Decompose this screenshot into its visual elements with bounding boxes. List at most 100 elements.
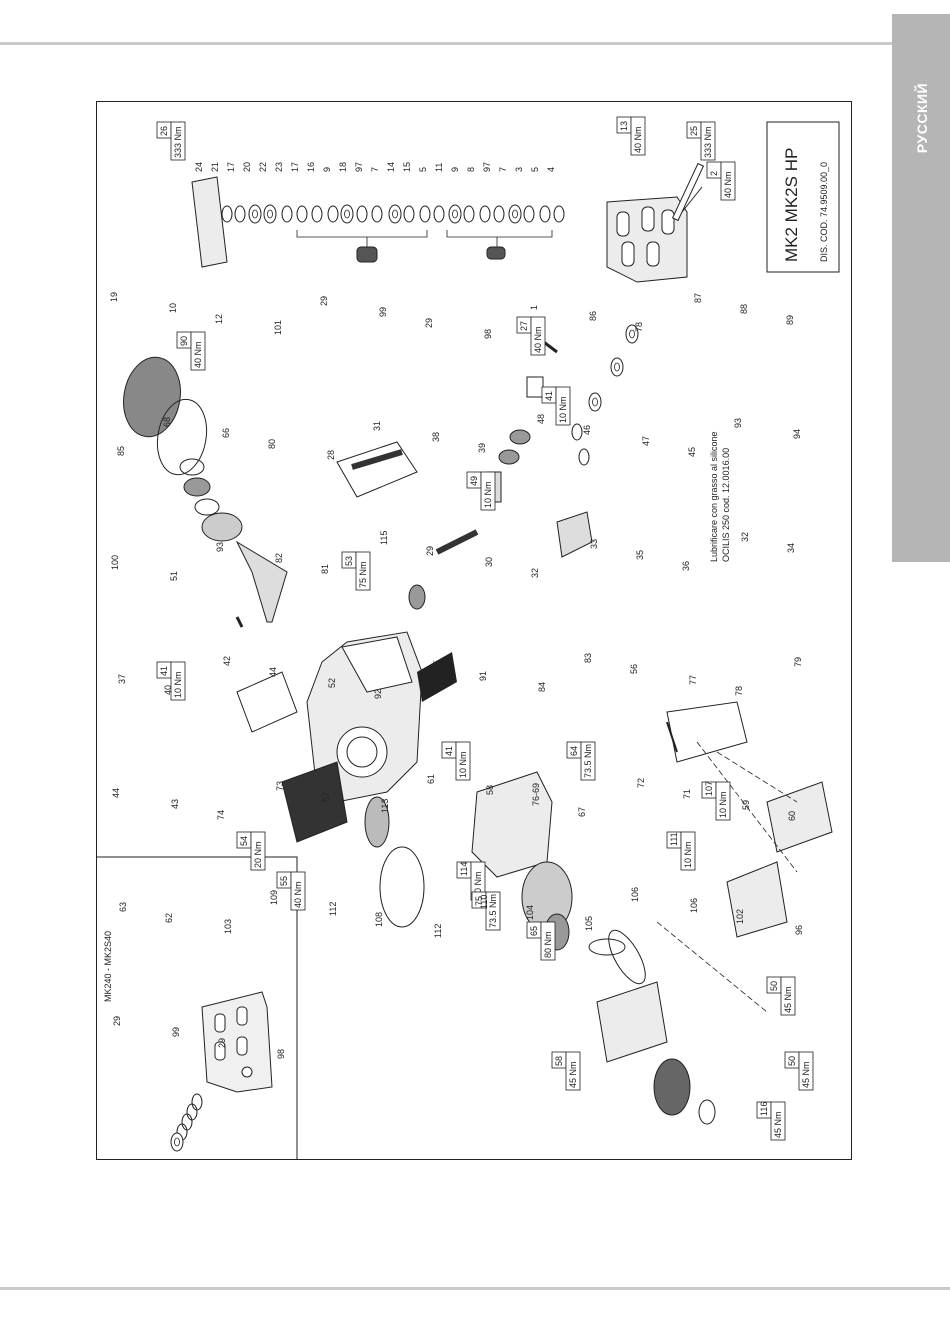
part-label: 36 (681, 561, 691, 571)
part-label: 91 (478, 671, 488, 681)
part-label: 113 (380, 799, 390, 813)
part-label: 7 (498, 167, 508, 172)
torque-value: 333 Nm (703, 126, 713, 158)
torque-part-number: 13 (619, 121, 629, 131)
part-label: 94 (792, 429, 802, 439)
torque-value: 40 Nm (533, 326, 543, 353)
torque-value: 10 Nm (173, 671, 183, 698)
part-label: 97 (482, 162, 492, 172)
torque-value-box (680, 831, 696, 871)
part-label: 11 (434, 163, 444, 172)
part-label: 39 (477, 443, 487, 453)
torque-value: 10 Nm (558, 396, 568, 423)
part-label: 1 (529, 305, 539, 310)
part-label: 44 (268, 667, 278, 677)
part-label: 95 (432, 660, 442, 670)
torque-part-number: 64 (569, 746, 579, 756)
gearbox (471, 701, 833, 1125)
torque-value-box (190, 331, 206, 371)
title-block: MK2 MK2S HP DIS. COD. 74.9509.00_0 (766, 121, 840, 273)
part-label: 31 (372, 421, 382, 431)
torque-value-box (720, 161, 736, 201)
part-label: 82 (274, 553, 284, 563)
torque-part-number: 27 (519, 321, 529, 331)
part-label: 83 (583, 653, 593, 663)
part-label: 98 (276, 1049, 286, 1059)
part-label: 76-69 (531, 783, 541, 806)
torque-value: 40 Nm (473, 871, 483, 898)
part-label: 29 (425, 546, 435, 556)
connecting-rods (336, 441, 479, 610)
part-label: 14 (386, 162, 396, 172)
torque-part-number: 50 (787, 1056, 797, 1066)
inset-label: MK240 - MK2S40 (103, 931, 113, 1002)
torque-callout: 50 45 Nm (784, 1051, 814, 1091)
part-label: 79 (793, 657, 803, 667)
torque-value-box (580, 741, 596, 781)
part-label: 9 (322, 167, 332, 172)
part-label: 72 (636, 778, 646, 788)
part-label: 12 (214, 314, 224, 324)
bottom-rule (0, 1287, 950, 1290)
part-label: 108 (374, 912, 384, 927)
part-label: 52 (327, 678, 337, 688)
part-label: 37 (117, 674, 127, 684)
torque-part-number: 41 (444, 746, 454, 756)
torque-part-number: 90 (179, 336, 189, 346)
part-label: 84 (537, 682, 547, 692)
crankcase (236, 631, 457, 928)
exploded-diagram: MK240 - MK2S40 (97, 116, 840, 1159)
lubrication-note-line-1: Lubrificare con grasso al silicone (709, 431, 719, 562)
part-label: 29 (112, 1016, 122, 1026)
part-label: 88 (739, 304, 749, 314)
part-label: 9 (450, 167, 460, 172)
torque-part-number: 114 (459, 862, 469, 876)
part-label: 28 (326, 450, 336, 460)
language-tab[interactable]: РУССКИЙ (892, 14, 950, 562)
part-label: 40 (163, 685, 173, 695)
part-label: 102 (735, 909, 745, 924)
torque-value: 10 Nm (483, 481, 493, 508)
part-label: 17 (290, 162, 300, 172)
torque-value: 45 Nm (801, 1061, 811, 1088)
part-label: 8 (466, 167, 476, 172)
torque-value-box (530, 316, 546, 356)
torque-value-box (700, 121, 716, 161)
torque-value-box (780, 976, 796, 1016)
torque-value-box (355, 551, 371, 591)
part-label: 93 (733, 418, 743, 428)
part-label: 78 (734, 686, 744, 696)
torque-value-box (485, 891, 501, 931)
part-label: 103 (223, 919, 233, 934)
torque-part-number: 65 (529, 926, 539, 936)
part-label: 105 (584, 916, 594, 931)
torque-value-box (555, 386, 571, 426)
part-label: 35 (635, 550, 645, 560)
part-label: 51 (169, 571, 179, 581)
torque-value: 45 Nm (568, 1061, 578, 1088)
part-label: 57 (321, 792, 331, 802)
part-label: 67 (577, 807, 587, 817)
part-label: 63 (118, 902, 128, 912)
torque-value: 80 Nm (543, 931, 553, 958)
part-label: 48 (536, 414, 546, 424)
torque-value-box (565, 1051, 581, 1091)
torque-value: 10 Nm (458, 751, 468, 778)
part-label: 17 (226, 162, 236, 172)
torque-value: 40 Nm (633, 126, 643, 153)
part-label: 46 (582, 425, 592, 435)
part-label: 80 (267, 439, 277, 449)
part-label: 15 (402, 162, 412, 172)
part-label: 32 (740, 532, 750, 542)
part-label: 60 (787, 811, 797, 821)
